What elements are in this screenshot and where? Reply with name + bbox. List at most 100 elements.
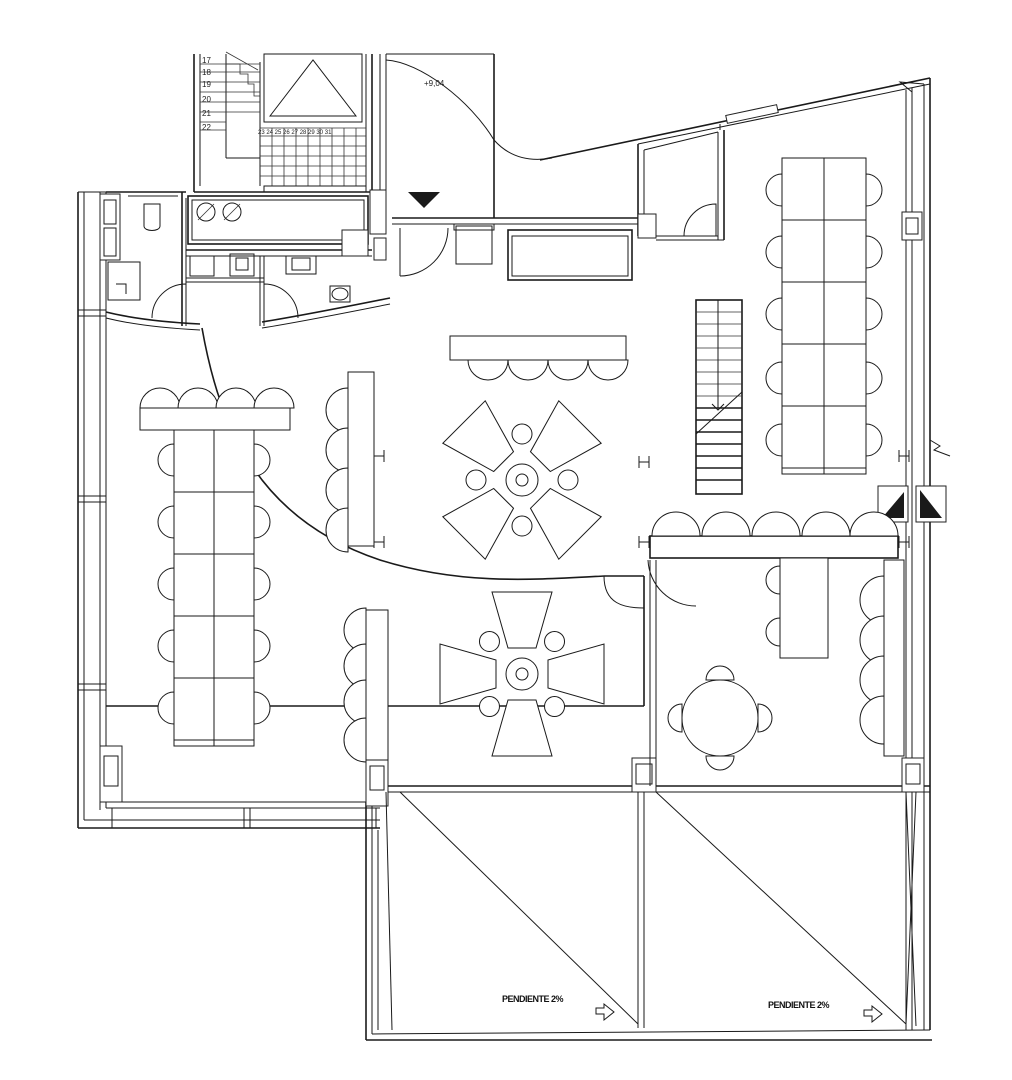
- hub-core: [515, 667, 529, 681]
- step-number: 21: [202, 109, 211, 118]
- stool: [465, 469, 487, 491]
- slope-label: PENDIENTE 2%: [502, 994, 564, 1004]
- chair: [325, 387, 349, 433]
- stool: [478, 696, 500, 718]
- chair: [865, 423, 883, 457]
- chair: [343, 679, 367, 725]
- chair: [765, 173, 783, 207]
- chair: [157, 567, 175, 601]
- chair: [757, 703, 773, 733]
- star-desk-wing: [491, 591, 553, 649]
- star-desk-wing: [441, 399, 515, 473]
- furniture: [139, 157, 910, 771]
- chair: [849, 511, 899, 537]
- structural-columns: [99, 193, 925, 807]
- stair-core: 17 18 19 20 21 22 23 24 25 26 27 28 29 3…: [193, 51, 387, 218]
- terrace: PENDIENTE 2% PENDIENTE 2%: [385, 791, 917, 1031]
- chair: [215, 387, 257, 409]
- step-number: 17: [202, 56, 211, 65]
- star-desk-wing: [439, 643, 497, 705]
- star-desk-wing: [491, 699, 553, 757]
- chair: [139, 387, 181, 409]
- chair: [507, 359, 549, 381]
- chair: [157, 443, 175, 477]
- chair: [765, 297, 783, 331]
- chair: [253, 387, 295, 409]
- chair: [651, 511, 701, 537]
- chair: [253, 567, 271, 601]
- right-wall-detail: [649, 485, 947, 757]
- chair: [253, 505, 271, 539]
- stair-step-numbers: 17 18 19 20 21 22 23 24 25 26 27 28 29 3…: [202, 56, 332, 136]
- chair: [751, 511, 801, 537]
- chair: [865, 297, 883, 331]
- chair: [701, 511, 751, 537]
- chair: [325, 507, 349, 553]
- stool: [511, 515, 533, 537]
- slope-arrow-icon: [595, 1002, 615, 1022]
- landing-step-numbers: 23 24 25 26 27 28 29 30 31: [258, 130, 332, 136]
- chair: [253, 691, 271, 725]
- stool: [557, 469, 579, 491]
- step-number: 20: [202, 95, 211, 104]
- chair: [587, 359, 629, 381]
- chair: [253, 629, 271, 663]
- chair: [325, 427, 349, 473]
- socket-icon: [898, 450, 910, 462]
- slope-arrow-icon: [863, 1004, 883, 1024]
- chair: [547, 359, 589, 381]
- entry-arrow-icon: [408, 192, 440, 208]
- chair: [177, 387, 219, 409]
- step-number: 22: [202, 123, 211, 132]
- socket-icon: [898, 536, 910, 548]
- chair: [765, 423, 783, 457]
- entry-area: +9,04: [385, 53, 640, 281]
- star-desk-wing: [529, 487, 603, 561]
- chair: [325, 467, 349, 513]
- stool: [544, 696, 566, 718]
- socket-icon: [373, 536, 385, 548]
- chair: [157, 505, 175, 539]
- small-office: [637, 130, 725, 241]
- stool: [511, 423, 533, 445]
- chair: [705, 755, 735, 771]
- chair: [801, 511, 851, 537]
- bathrooms: [105, 189, 391, 331]
- desk-small: [779, 557, 829, 659]
- chair: [865, 235, 883, 269]
- slope-label: PENDIENTE 2%: [768, 1000, 830, 1010]
- chair: [467, 359, 509, 381]
- chair: [765, 361, 783, 395]
- elevation-mark: +9,04: [424, 79, 445, 88]
- desk-slim-lower: [365, 609, 389, 761]
- chair: [865, 173, 883, 207]
- chair: [765, 617, 781, 647]
- bench-top: [449, 335, 627, 361]
- star-desk-wing: [547, 643, 605, 705]
- chair: [157, 691, 175, 725]
- hub-core: [515, 473, 529, 487]
- star-desk-wing: [441, 487, 515, 561]
- chair: [859, 695, 885, 745]
- exterior-walls: [77, 77, 951, 1041]
- step-number: 18: [202, 68, 211, 77]
- round-table: [681, 679, 759, 757]
- internal-stair: [695, 299, 743, 495]
- chair: [253, 443, 271, 477]
- chair: [705, 665, 735, 681]
- chair: [765, 235, 783, 269]
- step-number: 19: [202, 80, 211, 89]
- desk-slim: [347, 371, 375, 547]
- socket-icon: [373, 450, 385, 462]
- chair: [157, 629, 175, 663]
- chair: [343, 717, 367, 763]
- stool: [544, 630, 566, 652]
- socket-icon: [638, 456, 650, 468]
- desk-head-left: [139, 407, 291, 431]
- chair: [667, 703, 683, 733]
- stool: [478, 630, 500, 652]
- star-desk-wing: [529, 399, 603, 473]
- chair: [765, 565, 781, 595]
- socket-icon: [638, 536, 650, 548]
